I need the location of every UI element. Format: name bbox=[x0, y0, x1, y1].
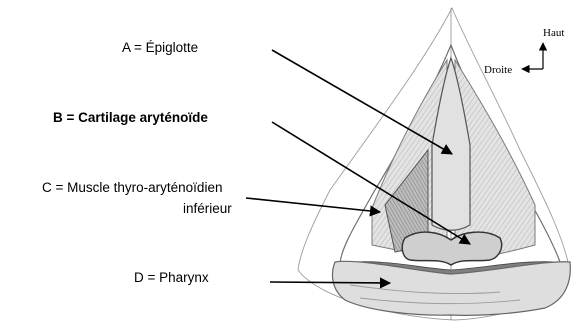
label-b: B = Cartilage aryténoïde bbox=[53, 110, 208, 125]
compass-right-label: Droite bbox=[484, 64, 512, 76]
orientation-compass: Haut Droite bbox=[484, 27, 564, 76]
arrow-d bbox=[270, 282, 390, 283]
label-c-line2: inférieur bbox=[183, 201, 232, 216]
compass-up-label: Haut bbox=[543, 27, 564, 39]
label-c-line1: C = Muscle thyro-aryténoïdien bbox=[42, 180, 222, 195]
arytenoid-shape bbox=[402, 232, 501, 265]
arrow-c bbox=[246, 198, 380, 212]
label-a: A = Épiglotte bbox=[122, 40, 198, 55]
label-d: D = Pharynx bbox=[134, 270, 209, 285]
pharynx-shape bbox=[332, 261, 570, 315]
